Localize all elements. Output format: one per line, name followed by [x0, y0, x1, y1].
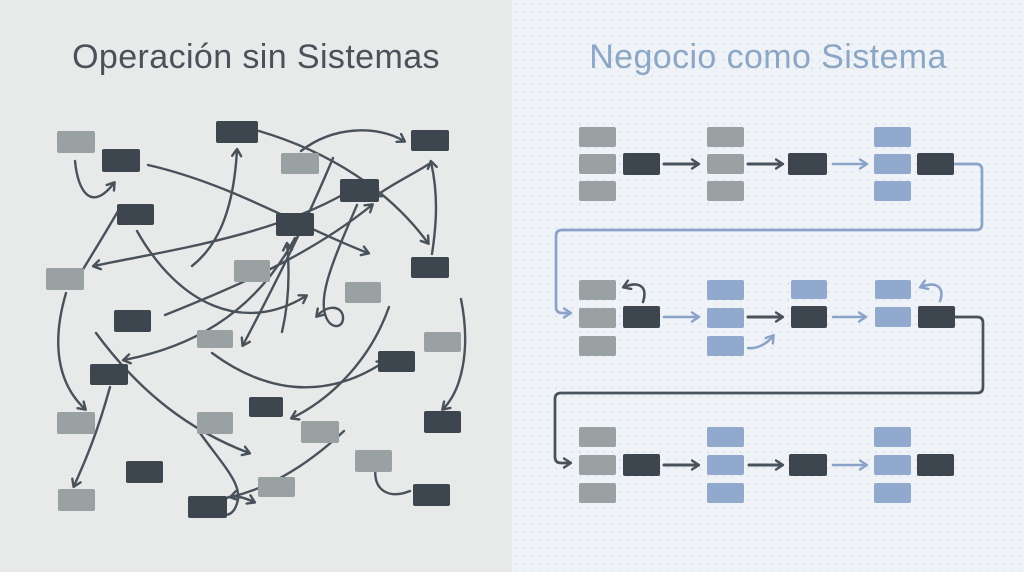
flow-box-dark: [918, 306, 955, 328]
flow-box-gray: [579, 127, 616, 147]
chaos-box-gray: [258, 477, 295, 497]
flow-box-gray: [707, 181, 744, 201]
flow-box-blue: [874, 455, 911, 475]
chaos-box-gray: [301, 421, 339, 443]
flow-box-blue: [874, 181, 911, 201]
chaos-box-dark: [90, 364, 128, 385]
flow-box-dark: [623, 306, 660, 328]
chaos-box-gray: [345, 282, 381, 303]
flow-box-dark: [917, 454, 954, 476]
chaos-box-dark: [413, 484, 450, 506]
flow-box-gray: [579, 455, 616, 475]
chaos-arrow: [299, 129, 407, 153]
flow-box-dark: [791, 306, 827, 328]
chaos-arrow: [441, 297, 467, 411]
flow-box-gray: [707, 154, 744, 174]
chaos-box-dark: [117, 204, 154, 225]
chaos-box-gray: [197, 412, 233, 434]
chaos-box-gray: [57, 131, 95, 153]
feedback-arrow: [621, 279, 646, 304]
chaos-arrow: [257, 129, 430, 246]
flow-box-dark: [788, 153, 827, 175]
flow-box-blue: [875, 307, 911, 327]
chaos-box-dark: [378, 351, 415, 372]
chaos-arrow: [71, 385, 112, 489]
chaos-box-gray: [58, 489, 95, 511]
chaos-box-gray: [57, 412, 95, 434]
flow-box-gray: [579, 336, 616, 356]
flow-box-gray: [579, 483, 616, 503]
flow-box-blue: [791, 280, 827, 299]
chaos-arrow: [280, 241, 294, 334]
chaos-box-dark: [114, 310, 151, 332]
chaos-box-dark: [411, 130, 449, 151]
chaos-arrow: [146, 163, 371, 257]
flow-box-blue: [707, 280, 744, 300]
flow-box-blue: [707, 455, 744, 475]
chaos-box-gray: [355, 450, 392, 472]
flow-box-gray: [707, 127, 744, 147]
chaos-arrow: [91, 192, 346, 271]
flow-box-dark: [623, 454, 660, 476]
chaos-arrow: [228, 429, 346, 502]
chaos-box-dark: [188, 496, 227, 518]
flow-box-gray: [579, 280, 616, 300]
flow-box-blue: [707, 483, 744, 503]
flow-box-blue: [707, 427, 744, 447]
flow-box-blue: [874, 427, 911, 447]
chaos-box-dark: [102, 149, 140, 172]
chaos-diagram: [46, 121, 467, 518]
flow-box-blue: [875, 280, 911, 299]
loop-connector: [553, 315, 985, 469]
flow-box-gray: [579, 181, 616, 201]
chaos-arrow: [94, 331, 252, 457]
flow-box-dark: [917, 153, 954, 175]
flow-box-blue: [707, 308, 744, 328]
chaos-arrow: [135, 229, 309, 315]
chaos-arrow: [373, 162, 431, 198]
panel-chaos: Operación sin Sistemas: [0, 0, 512, 572]
chaos-box-gray: [46, 268, 84, 290]
chaos-box-gray: [234, 260, 270, 282]
chaos-box-gray: [424, 332, 461, 352]
chaos-box-dark: [424, 411, 461, 433]
chaos-box-dark: [340, 179, 379, 202]
flow-box-blue: [874, 127, 911, 147]
chaos-arrow: [315, 203, 359, 328]
loop-connector: [554, 162, 984, 319]
chaos-box-dark: [216, 121, 258, 143]
system-diagram: [553, 127, 985, 503]
flow-box-blue: [874, 483, 911, 503]
feedback-arrow: [746, 334, 775, 350]
chaos-arrow: [57, 291, 87, 411]
left-panel-title: Operación sin Sistemas: [72, 38, 440, 76]
chaos-box-gray: [281, 153, 319, 174]
flow-box-dark: [789, 454, 827, 476]
chaos-arrow: [289, 305, 391, 421]
flow-box-gray: [579, 154, 616, 174]
chaos-box-dark: [249, 397, 283, 417]
chaos-box-dark: [126, 461, 163, 483]
chaos-arrow: [163, 203, 374, 317]
chaos-box-gray: [197, 330, 233, 348]
chaos-arrow: [210, 351, 387, 389]
chaos-arrow: [190, 147, 243, 268]
flow-box-dark: [623, 153, 660, 175]
flow-box-gray: [579, 308, 616, 328]
panel-system: Negocio como Sistema: [512, 0, 1024, 572]
feedback-arrow: [918, 279, 943, 303]
chaos-box-dark: [276, 213, 314, 236]
chaos-arrow: [240, 156, 335, 348]
flow-box-gray: [579, 427, 616, 447]
right-panel-title: Negocio como Sistema: [589, 38, 947, 76]
flow-box-blue: [874, 154, 911, 174]
chaos-box-dark: [411, 257, 449, 278]
flow-box-blue: [707, 336, 744, 356]
chaos-arrow: [426, 159, 438, 256]
chaos-arrow: [73, 159, 116, 199]
